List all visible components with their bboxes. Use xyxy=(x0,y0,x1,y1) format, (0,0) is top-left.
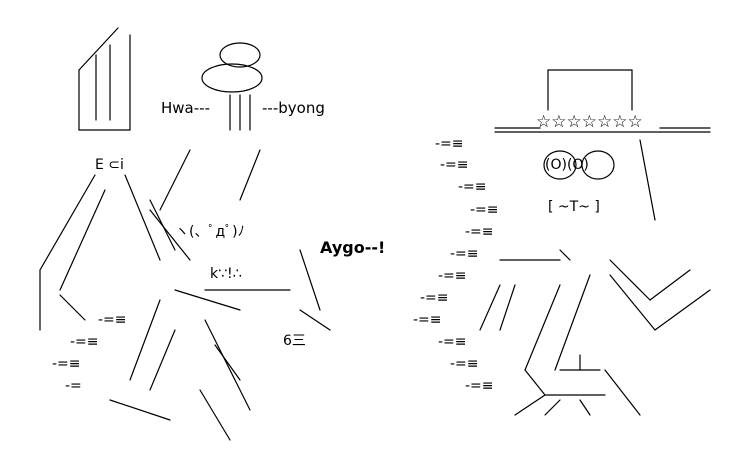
hwa-text: Hwa--- xyxy=(161,99,210,117)
speed-mark: -=≡ xyxy=(438,334,467,350)
speed-mark: -=≡ xyxy=(450,356,479,372)
speed-mark: -=≡ xyxy=(450,246,479,262)
speed-mark: -=≡ xyxy=(438,268,467,284)
speed-mark: -=≡ xyxy=(458,179,487,195)
left-figure-body xyxy=(39,149,331,441)
speed-mark: -=≡ xyxy=(465,378,494,394)
speed-mark: -=≡ xyxy=(413,312,442,328)
right-mouth: [ ~T~ ] xyxy=(548,199,600,215)
speed-mark: -=≡ xyxy=(98,312,127,328)
speed-mark: -=≡ xyxy=(470,202,499,218)
right-top-hat xyxy=(494,69,711,133)
speed-mark: -=≡ xyxy=(440,157,469,173)
right-figure-body xyxy=(479,139,711,416)
left-figure-head xyxy=(201,42,263,131)
omega-face: ヽ(、ﾟдﾟ)ﾉ xyxy=(175,224,245,240)
speed-mark: -=≡ xyxy=(70,334,99,350)
ec-glyph: E ⊂i xyxy=(95,157,124,173)
right-eyes: (O)(O) xyxy=(545,157,589,173)
aygo-text: Aygo--! xyxy=(320,238,386,257)
six-glyph: 6三 xyxy=(283,333,306,349)
byong-text: ---byong xyxy=(262,99,325,117)
hat-stars: ☆☆☆☆☆☆☆ xyxy=(536,112,643,132)
speed-mark: -=≡ xyxy=(465,224,494,240)
k-face: k∵!∴ xyxy=(210,266,242,282)
speed-mark: -=≡ xyxy=(52,356,81,372)
left-sword xyxy=(78,27,131,131)
speed-mark: -=≡ xyxy=(420,290,449,306)
speed-mark-short: -= xyxy=(65,378,82,394)
speed-mark: -=≡ xyxy=(435,136,464,152)
